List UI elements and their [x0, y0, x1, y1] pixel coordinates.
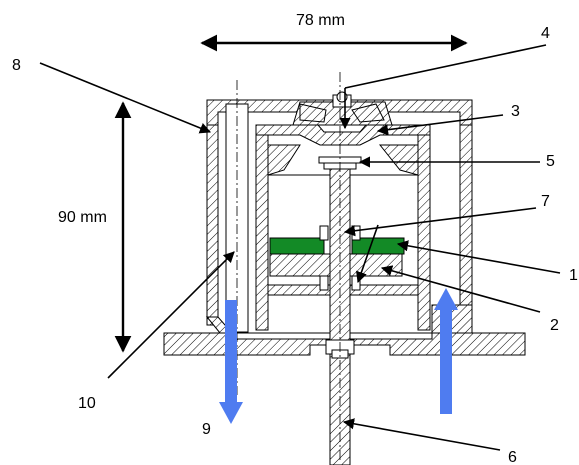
- label-3: 3: [511, 103, 520, 120]
- label-2: 2: [550, 317, 559, 334]
- label-7: 7: [541, 193, 550, 210]
- label-1: 1: [569, 267, 578, 284]
- label-5: 5: [546, 153, 555, 170]
- label-9: 9: [202, 421, 211, 438]
- flow-in-arrow-blue: [434, 288, 458, 414]
- label-8: 8: [12, 57, 21, 74]
- leader-lines: [39, 44, 561, 451]
- flow-out-arrow-blue: [219, 300, 243, 424]
- label-10: 10: [78, 395, 96, 412]
- width-dimension-label: 78 mm: [296, 12, 345, 29]
- sample-disc-green: [269, 237, 405, 255]
- top-fitting: [292, 91, 393, 133]
- label-4: 4: [541, 25, 550, 42]
- height-dimension-label: 90 mm: [58, 209, 107, 226]
- label-6: 6: [508, 449, 517, 465]
